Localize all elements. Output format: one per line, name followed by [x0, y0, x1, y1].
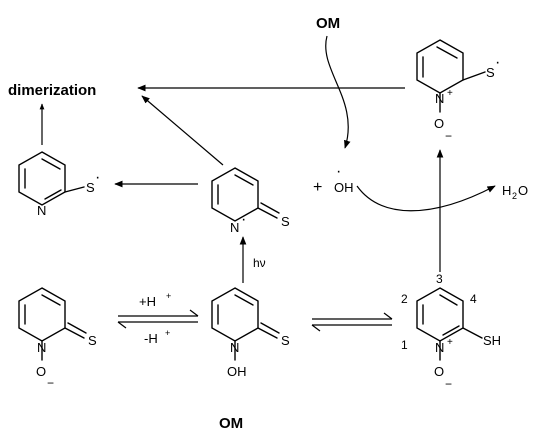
ring-number-3: 3 [436, 272, 443, 286]
atom-o: O [434, 364, 444, 379]
atom-s: S [88, 333, 97, 348]
radical-dot: · [95, 169, 100, 186]
hydroxyl-label: OH [334, 180, 354, 195]
om-label-bottom: OM [219, 415, 243, 432]
arrow-to-dimerization-diag [141, 95, 224, 166]
water-o: O [518, 183, 528, 198]
n-oxide-thiyl-radical: N + O − S · [416, 39, 500, 143]
radical-dot: · [495, 54, 500, 71]
om-label-top: OM [316, 15, 340, 32]
water-h: H [502, 183, 511, 198]
plus-sign: + [313, 179, 322, 196]
charge-minus: − [47, 376, 54, 390]
charge-minus: − [445, 377, 452, 391]
atom-n: N [230, 220, 239, 235]
ring-number-2: 2 [401, 292, 408, 306]
atom-o: O [36, 364, 46, 379]
water-subscript: 2 [512, 191, 517, 201]
atom-s: S [486, 65, 495, 80]
hv-label: hν [253, 256, 266, 270]
atom-n: N [230, 340, 239, 355]
atom-n: N [37, 340, 46, 355]
charge-minus: − [445, 129, 452, 143]
atom-n: N [435, 340, 444, 355]
atom-o: O [434, 116, 444, 131]
hydroxyl-group: OH [227, 364, 247, 379]
n-hydroxypyridinethione: N S OH [211, 287, 290, 379]
oh-radical-dot: · [336, 163, 341, 180]
proton-equilibrium: +H + -H + [117, 291, 199, 346]
atom-s: S [281, 333, 290, 348]
charge-plus: + [447, 88, 453, 99]
mercaptopyridine-n-oxide: N + SH O − 1 2 3 4 [401, 272, 501, 391]
pyridine-thiyl-radical: N S · [18, 151, 100, 218]
deprotonation-sup: + [165, 328, 170, 338]
atom-n: N [37, 203, 46, 218]
pyridinethione-radical: N · S [211, 167, 290, 235]
oh-to-water-arrow [356, 185, 496, 212]
charge-plus: + [447, 337, 453, 348]
om-curved-arrow [325, 35, 351, 149]
atom-s: S [86, 180, 95, 195]
dimerization-label: dimerization [8, 82, 96, 99]
ring-number-4: 4 [470, 292, 477, 306]
protonation-label: +H [139, 294, 156, 309]
deprotonation-label: -H [144, 331, 158, 346]
protonation-sup: + [166, 291, 171, 301]
pyrithione-anion: N S O − [18, 287, 97, 390]
atom-n: N [435, 91, 444, 106]
radical-dot: · [241, 211, 246, 228]
ring-number-1: 1 [401, 338, 408, 352]
atom-s: S [281, 214, 290, 229]
tautomer-equilibrium [311, 312, 393, 332]
thiol-group: SH [483, 333, 501, 348]
